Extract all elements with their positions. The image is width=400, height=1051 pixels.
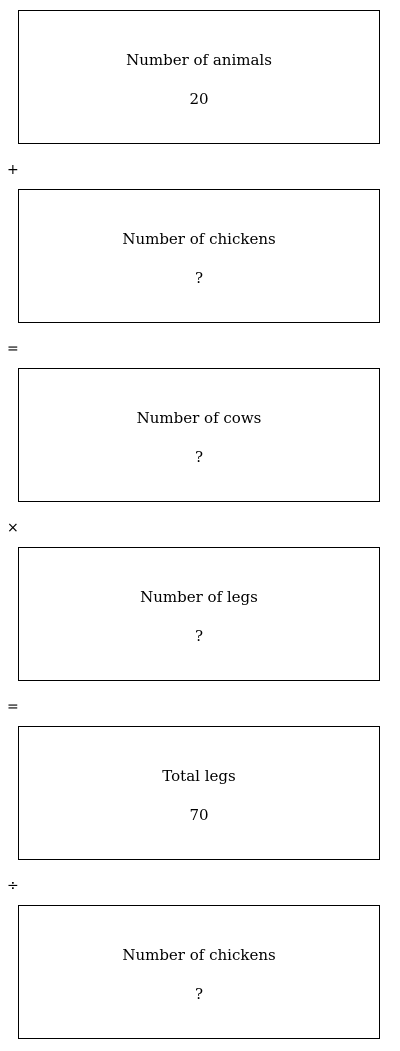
box-number-of-chickens: Number of chickens ? bbox=[18, 189, 380, 323]
box-value: 70 bbox=[189, 806, 209, 824]
box-label: Total legs bbox=[162, 767, 236, 785]
divide-operator: ÷ bbox=[7, 878, 19, 894]
equals-operator: = bbox=[7, 341, 19, 357]
box-label: Number of legs bbox=[140, 588, 258, 606]
box-number-of-cows: Number of cows ? bbox=[18, 368, 380, 502]
box-label: Number of chickens bbox=[122, 946, 276, 964]
box-value: 20 bbox=[189, 90, 209, 108]
box-number-of-animals: Number of animals 20 bbox=[18, 10, 380, 144]
box-value: ? bbox=[194, 448, 204, 466]
box-value: ? bbox=[194, 269, 204, 287]
box-value: ? bbox=[194, 985, 204, 1003]
box-label: Number of chickens bbox=[122, 230, 276, 248]
box-total-legs: Total legs 70 bbox=[18, 726, 380, 860]
equals-operator: = bbox=[7, 699, 19, 715]
box-value: ? bbox=[194, 627, 204, 645]
box-number-of-legs: Number of legs ? bbox=[18, 547, 380, 681]
plus-operator: + bbox=[7, 162, 19, 178]
box-label: Number of cows bbox=[136, 409, 262, 427]
times-operator: × bbox=[7, 520, 19, 536]
box-label: Number of animals bbox=[126, 51, 272, 69]
box-number-of-chickens-result: Number of chickens ? bbox=[18, 905, 380, 1039]
